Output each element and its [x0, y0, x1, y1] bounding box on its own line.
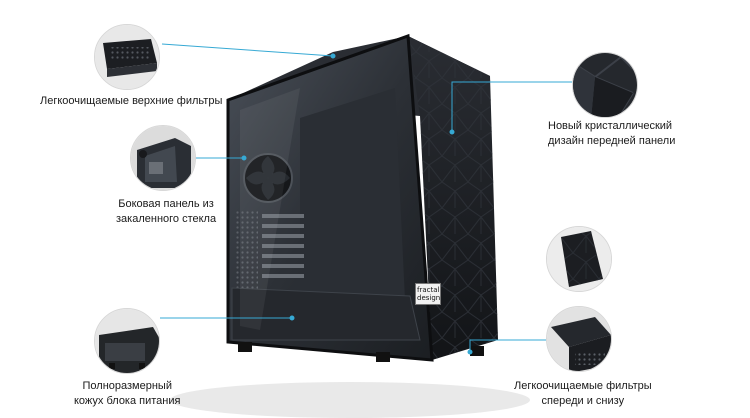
side-panel-label-line-1: Боковая панель из: [118, 198, 214, 210]
psu-shroud-label-line-2: кожух блока питания: [74, 395, 181, 407]
dust-filter-thumbnail-icon: [546, 226, 612, 292]
glass-side-panel-thumbnail-icon: [130, 125, 196, 191]
front-panel-label-line-2: дизайн передней панели: [548, 135, 676, 147]
side-panel-label-line-2: закаленного стекла: [116, 213, 217, 225]
psu-shroud: [231, 287, 421, 341]
dust-filters-label-line-1: Легкоочищаемые фильтры: [514, 380, 652, 392]
top-filter-thumbnail-icon: [94, 24, 160, 90]
front-panel-label: Новый кристаллический дизайн передней па…: [548, 119, 675, 149]
dust-filters-label: Легкоочищаемые фильтры спереди и снизу: [514, 379, 652, 409]
brand-badge-line-2: design: [417, 294, 441, 302]
psu-shroud-label-line-1: Полноразмерный: [82, 380, 172, 392]
case-feet: [238, 342, 484, 362]
psu-shroud-thumbnail-icon: [94, 308, 160, 374]
front-panel-thumbnail-icon: [572, 52, 638, 118]
brand-badge-line-1: fractal: [417, 286, 440, 294]
rear-fan: [243, 153, 293, 203]
brand-badge: fractal design: [415, 283, 441, 305]
front-panel-label-line-1: Новый кристаллический: [548, 120, 673, 132]
floor-shadow: [170, 382, 530, 418]
top-filters-label: Легкоочищаемые верхние фильтры: [40, 94, 222, 109]
psu-shroud-label: Полноразмерный кожух блока питания: [74, 379, 180, 409]
side-mesh-vent: [236, 210, 258, 290]
dust-filters-label-line-2: спереди и снизу: [541, 395, 625, 407]
leader-lines: [160, 43, 572, 355]
motherboard-tray: [300, 88, 405, 300]
side-panel-label: Боковая панель из закаленного стекла: [116, 197, 216, 227]
top-filters-label-line-1: Легкоочищаемые верхние фильтры: [40, 95, 223, 107]
bottom-filter-thumbnail-icon: [546, 306, 612, 372]
expansion-slots: [262, 214, 304, 278]
